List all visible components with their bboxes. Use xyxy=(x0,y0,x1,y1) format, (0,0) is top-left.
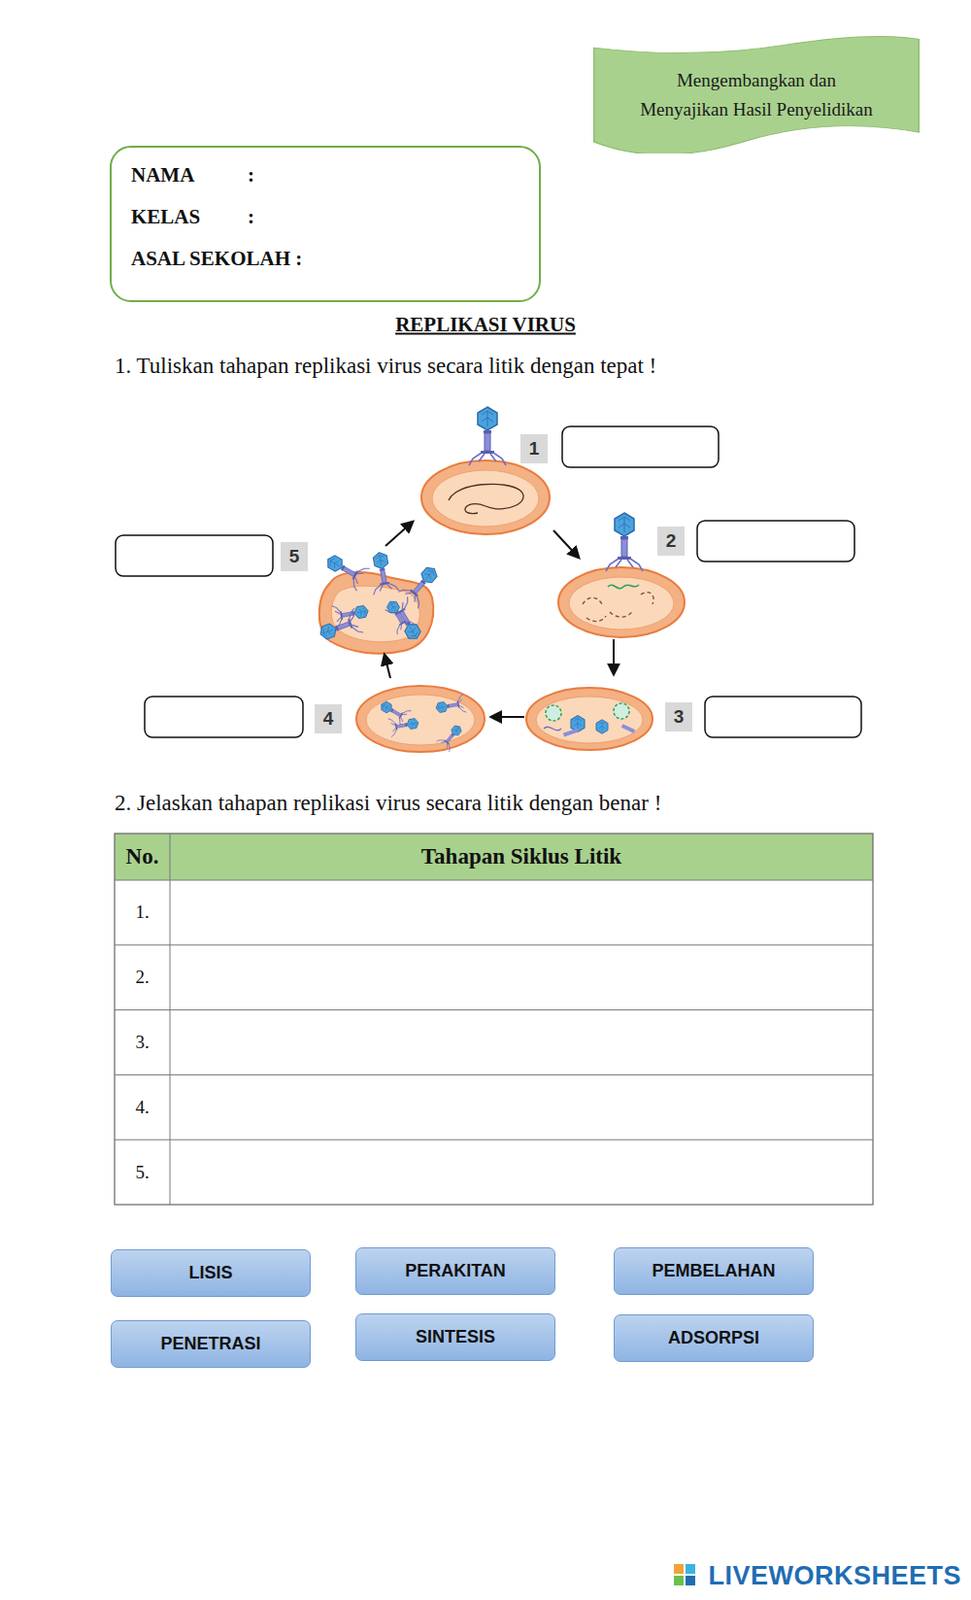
illustration-part xyxy=(468,406,506,466)
chip-label: SINTESIS xyxy=(415,1326,496,1347)
chip-label: PEMBELAHAN xyxy=(651,1260,775,1281)
illustration-part xyxy=(434,693,467,717)
illustration-part xyxy=(384,654,391,678)
chip-label: LISIS xyxy=(188,1262,233,1283)
illustration-part xyxy=(613,703,630,719)
illustration-part xyxy=(316,607,365,646)
illustration-part xyxy=(169,833,171,1205)
illustration-part xyxy=(685,1563,696,1574)
illustration-part xyxy=(385,521,413,546)
field-label: : xyxy=(247,204,255,230)
illustration-part xyxy=(114,943,873,945)
illustration-part xyxy=(432,469,539,527)
illustration-part xyxy=(114,833,873,1205)
table-header: Tahapan Siklus Litik xyxy=(421,843,622,870)
illustration-part xyxy=(114,1138,873,1140)
illustration-part xyxy=(114,833,873,1205)
illustration-part xyxy=(366,694,475,745)
illustration-part xyxy=(621,723,636,734)
illustration-part xyxy=(319,571,435,654)
watermark-logo xyxy=(673,1563,696,1585)
illustration-part xyxy=(114,879,873,881)
answer-chip: ADSORPSI xyxy=(613,1313,814,1362)
illustration-part xyxy=(436,720,467,752)
illustration-part xyxy=(448,483,524,513)
illustration-part xyxy=(558,567,685,637)
row-number: 1. xyxy=(134,901,149,923)
chip-label: PERAKITAN xyxy=(404,1260,506,1281)
illustration-part xyxy=(563,727,579,737)
row-number: 4. xyxy=(134,1096,149,1118)
answer-chip: SINTESIS xyxy=(355,1312,556,1361)
illustration-part xyxy=(366,549,399,595)
callout-number: 4 xyxy=(314,703,342,734)
illustration-part xyxy=(673,1563,684,1574)
watermark: LIVEWORKSHEETS xyxy=(707,1560,962,1591)
question-text: 2. Jelaskan tahapan replikasi virus seca… xyxy=(114,790,662,816)
illustration-part xyxy=(673,1574,684,1585)
answer-chip: PERAKITAN xyxy=(355,1246,556,1295)
answer-chip: PEMBELAHAN xyxy=(613,1246,814,1295)
illustration-part xyxy=(607,584,639,589)
bacterium-cell xyxy=(421,406,550,535)
illustration-part xyxy=(543,726,562,730)
callout-number: 5 xyxy=(280,541,308,571)
bacterium-cell xyxy=(356,685,485,752)
banner-fill xyxy=(593,36,920,154)
illustration-part xyxy=(491,715,525,718)
answer-box xyxy=(115,426,862,737)
illustration-part xyxy=(114,1008,873,1010)
illustration-part xyxy=(704,696,862,737)
row-number: 2. xyxy=(134,966,149,988)
chip-label: ADSORPSI xyxy=(668,1327,760,1348)
illustration-part xyxy=(697,520,855,562)
illustration-part xyxy=(582,592,654,622)
cycle-arrow xyxy=(384,521,614,717)
answer-table xyxy=(114,833,873,1205)
table-header: No. xyxy=(126,843,160,870)
illustration-part xyxy=(535,696,643,743)
illustration-part xyxy=(114,833,873,880)
worksheet-title: REPLIKASI VIRUS xyxy=(395,312,576,337)
row-number: 5. xyxy=(134,1161,149,1183)
topic-banner: Mengembangkan dan Menyajikan Hasil Penye… xyxy=(593,35,920,154)
illustration-part xyxy=(115,535,273,576)
illustration-part xyxy=(144,696,303,737)
illustration-part xyxy=(398,560,444,608)
illustration-part xyxy=(596,719,608,734)
bursting-cell xyxy=(316,547,445,653)
banner-text: Mengembangkan dan Menyajikan Hasil Penye… xyxy=(633,66,881,124)
row-number: 3. xyxy=(134,1031,149,1053)
illustration-part xyxy=(356,685,485,752)
field-label: NAMA xyxy=(131,163,195,188)
illustration-part xyxy=(685,1574,696,1585)
illustration-part xyxy=(612,638,615,674)
illustration-part xyxy=(321,547,370,591)
callout-number: 1 xyxy=(520,434,548,464)
banner-shape xyxy=(593,35,920,154)
illustration-part xyxy=(114,1073,873,1075)
illustration-part xyxy=(388,713,421,737)
field-label: KELAS xyxy=(131,204,201,230)
illustration-part xyxy=(545,704,562,721)
illustration-part xyxy=(381,596,416,635)
answer-chip: LISIS xyxy=(110,1248,311,1297)
illustration-part xyxy=(526,687,653,750)
illustration-part xyxy=(605,512,643,571)
field-label: : xyxy=(247,163,255,188)
callout-number: 2 xyxy=(657,526,685,556)
answer-chip: PENETRASI xyxy=(110,1319,311,1368)
callout-number: 3 xyxy=(665,702,693,732)
illustration-part xyxy=(553,530,579,558)
illustration-part xyxy=(421,460,550,535)
illustration-part xyxy=(562,426,719,468)
bacterium-cell xyxy=(558,512,685,637)
field-label: ASAL SEKOLAH : xyxy=(131,246,302,271)
illustration-part xyxy=(569,576,674,630)
bacterium-cell xyxy=(526,687,653,750)
chip-label: PENETRASI xyxy=(160,1333,261,1354)
identity-box: NAMA: KELAS: ASAL SEKOLAH : xyxy=(109,145,541,302)
question-text: 1. Tuliskan tahapan replikasi virus seca… xyxy=(114,353,657,379)
